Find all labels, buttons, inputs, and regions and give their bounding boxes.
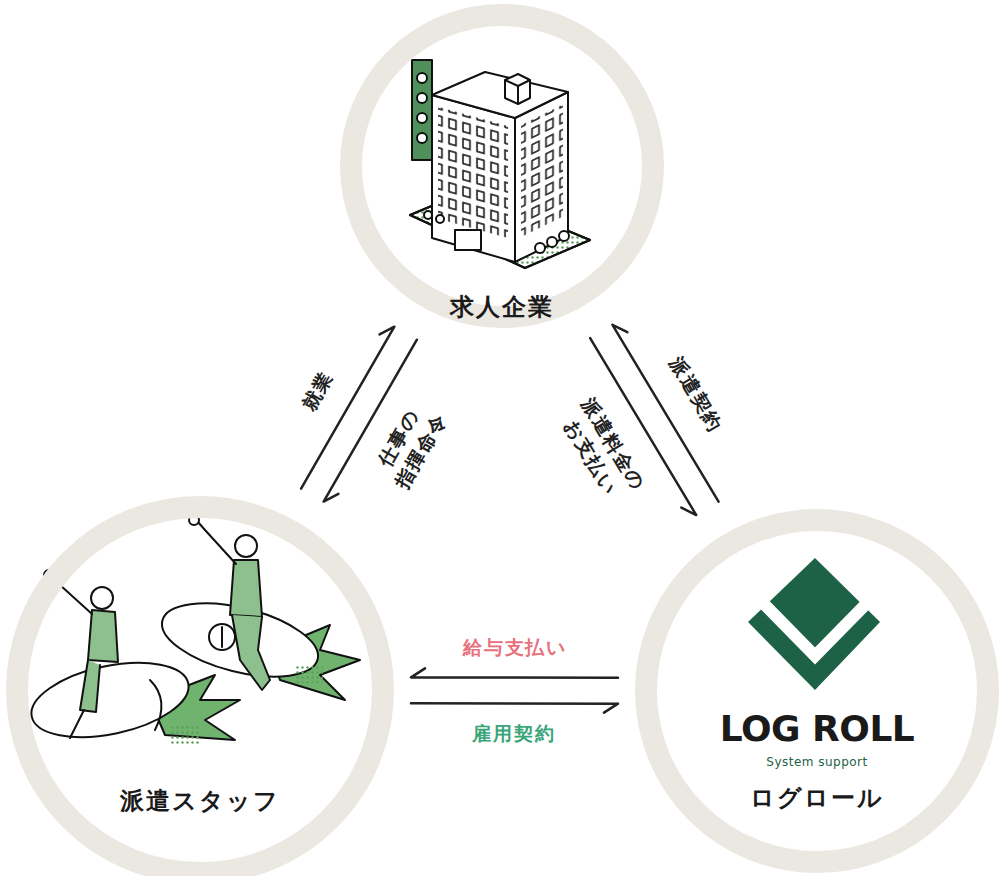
edge-label: 雇用契約: [457, 721, 571, 747]
arrow-connector: [411, 703, 618, 712]
circle-outline: [339, 3, 665, 329]
building-illustration: [410, 60, 590, 268]
logo-mark: [748, 558, 880, 690]
circle-outline: [634, 508, 1000, 874]
node-text: 求人企業: [339, 291, 665, 323]
node-text: System support: [634, 755, 1000, 769]
circle-outline: [5, 495, 395, 876]
circle-node: 派遣スタッフ: [5, 495, 395, 876]
node-text: LOG ROLL: [634, 708, 1000, 749]
edge-label: 給与支払い: [458, 635, 572, 661]
edge-label: 就業: [279, 335, 358, 447]
edge-label: 派遣契約: [656, 339, 737, 450]
edge-label: 仕事の 指揮命令: [359, 381, 460, 505]
node-text: ログロール: [634, 782, 1000, 814]
edge-label: 派遣料金の お支払い: [551, 389, 654, 513]
arrow-connector: [411, 668, 618, 677]
circle-node: 求人企業: [339, 3, 665, 329]
node-text: 派遣スタッフ: [5, 785, 395, 817]
circle-node: LOG ROLL System support ログロール: [634, 508, 1000, 874]
